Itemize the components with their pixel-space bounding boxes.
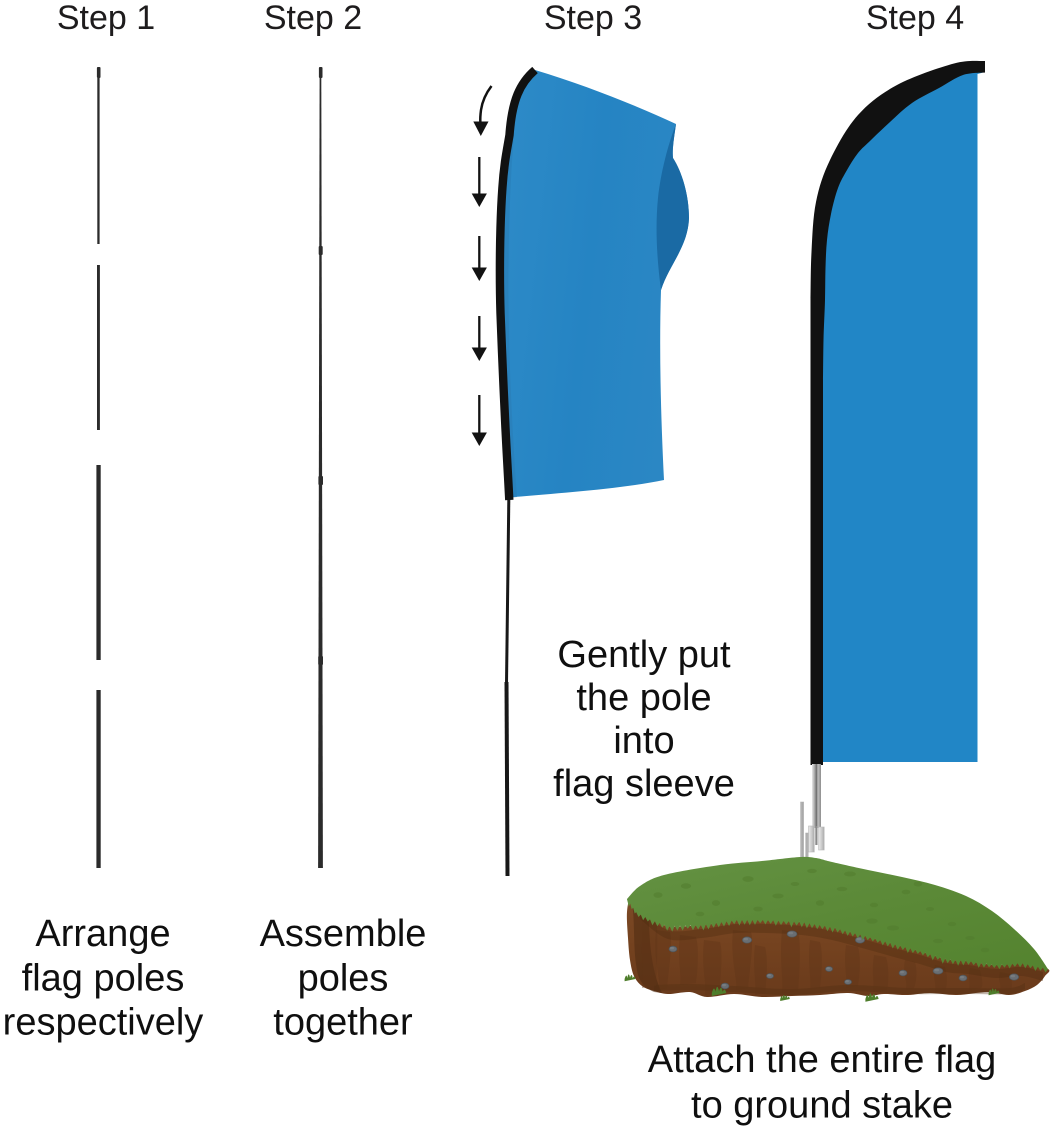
svg-text:flag sleeve: flag sleeve — [553, 763, 735, 805]
svg-text:poles: poles — [298, 958, 389, 1000]
svg-text:into: into — [613, 720, 674, 762]
svg-text:respectively: respectively — [3, 1002, 204, 1044]
svg-text:Step 3: Step 3 — [544, 0, 642, 37]
svg-text:to ground stake: to ground stake — [691, 1085, 953, 1127]
svg-text:Arrange: Arrange — [35, 913, 170, 955]
svg-text:Gently put: Gently put — [557, 634, 731, 676]
svg-text:the pole: the pole — [576, 677, 711, 719]
svg-text:Step 1: Step 1 — [57, 0, 155, 37]
svg-text:Attach the entire flag: Attach the entire flag — [648, 1039, 997, 1081]
svg-text:Assemble: Assemble — [260, 913, 427, 955]
svg-text:Step 4: Step 4 — [866, 0, 964, 37]
svg-text:flag poles: flag poles — [22, 958, 185, 1000]
svg-text:together: together — [273, 1002, 413, 1044]
svg-text:Step 2: Step 2 — [264, 0, 362, 37]
